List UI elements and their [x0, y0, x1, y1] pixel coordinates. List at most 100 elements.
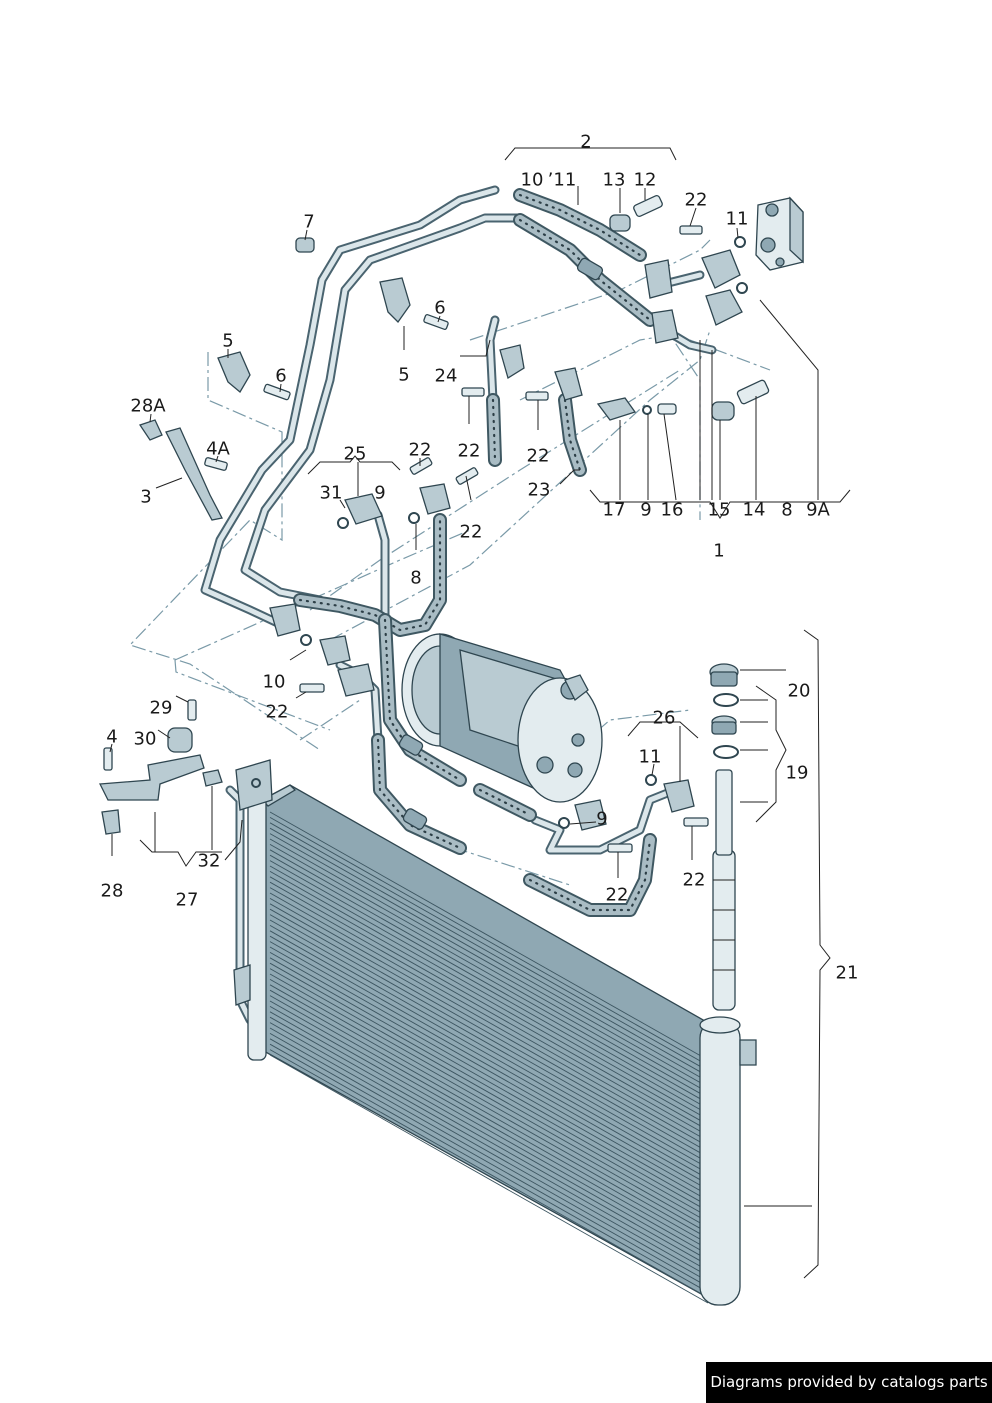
- callout-c22b: 22: [458, 441, 481, 462]
- condenser-fin: [269, 822, 709, 1072]
- callout-c13: 13: [603, 170, 626, 191]
- callout-c22c: 22: [527, 446, 550, 467]
- callout-c23: 23: [528, 480, 551, 501]
- condenser-fin: [269, 908, 709, 1158]
- condenser-fin: [269, 1011, 709, 1261]
- condenser-fin: [269, 1033, 709, 1282]
- ac-compressor: [401, 633, 603, 803]
- callout-c9c: 9: [596, 809, 607, 830]
- condenser-fin: [269, 860, 709, 1109]
- callout-c20: 20: [788, 681, 811, 702]
- condenser-fin: [269, 995, 709, 1244]
- condenser-fin: [269, 968, 709, 1217]
- condenser-fin: [269, 973, 709, 1223]
- condenser-fin: [269, 871, 709, 1120]
- callout-c11a: ’11: [548, 170, 577, 191]
- callout-c26: 26: [653, 708, 676, 729]
- callout-c12: 12: [634, 170, 657, 191]
- assembly-leader-lines: [128, 239, 771, 886]
- condenser-fin: [269, 1043, 709, 1293]
- callout-c22f: 22: [266, 702, 289, 723]
- callout-c17: 17: [603, 500, 626, 521]
- condenser-fin: [269, 1016, 709, 1266]
- condenser-fin: [269, 838, 709, 1088]
- callout-c6b: 6: [275, 366, 286, 387]
- condenser-fin: [269, 903, 709, 1153]
- condenser-fin: [269, 817, 709, 1066]
- condenser-fin: [269, 919, 709, 1169]
- condenser-fin: [269, 844, 709, 1093]
- condenser-fin: [269, 935, 709, 1185]
- callout-c5a: 5: [222, 331, 233, 352]
- callout-c9A: 9A: [806, 500, 830, 521]
- callout-c25: 25: [344, 444, 367, 465]
- condenser-fin: [269, 898, 709, 1147]
- callout-c11b: 11: [726, 209, 749, 230]
- callout-c8b: 8: [410, 568, 421, 589]
- condenser-fin: [269, 1038, 709, 1288]
- callout-c8a: 8: [781, 500, 792, 521]
- condenser-fin: [269, 925, 709, 1174]
- condenser-fin: [269, 1049, 709, 1298]
- fittings-and-fasteners: [98, 194, 770, 853]
- callout-c19: 19: [786, 763, 809, 784]
- condenser-fin: [269, 881, 709, 1131]
- callout-c28A: 28A: [130, 396, 166, 417]
- callout-c9a: 9: [374, 483, 385, 504]
- callout-c2: 2: [580, 132, 591, 153]
- callout-c14: 14: [743, 500, 766, 521]
- condenser-fin: [269, 827, 709, 1077]
- condenser-fin: [269, 946, 709, 1196]
- condenser-fin: [269, 876, 709, 1126]
- callout-c31: 31: [320, 483, 343, 504]
- callout-c30: 30: [134, 729, 157, 750]
- callout-c22e: 22: [460, 522, 483, 543]
- condenser-fin: [269, 930, 709, 1180]
- callout-c15: 15: [708, 500, 731, 521]
- condenser: [233, 759, 757, 1306]
- condenser-fin: [269, 854, 709, 1104]
- callout-c10b: 10: [263, 672, 286, 693]
- condenser-fin: [269, 957, 709, 1207]
- callout-c11c: 11: [639, 747, 662, 768]
- callout-c9b: 9: [640, 500, 651, 521]
- condenser-fin: [269, 892, 709, 1142]
- condenser-fin: [269, 887, 709, 1136]
- callout-c6a: 6: [434, 298, 445, 319]
- condenser-fin: [269, 952, 709, 1201]
- callout-c27: 27: [176, 890, 199, 911]
- condenser-fin: [269, 941, 709, 1190]
- callout-c5b: 5: [398, 365, 409, 386]
- callout-c21: 21: [836, 963, 859, 984]
- condenser-fin: [269, 1027, 709, 1277]
- callout-c3: 3: [140, 487, 151, 508]
- callout-c32: 32: [198, 851, 221, 872]
- condenser-fin: [269, 865, 709, 1115]
- condenser-fin: [269, 989, 709, 1239]
- callout-c16: 16: [661, 500, 684, 521]
- condenser-fins: [269, 811, 709, 1304]
- callout-leaders: [109, 147, 851, 1279]
- condenser-fin: [269, 984, 709, 1234]
- callout-c22g: 22: [683, 870, 706, 891]
- callout-c1: 1: [713, 541, 724, 562]
- callout-c4A: 4A: [206, 439, 230, 460]
- condenser-fin: [269, 849, 709, 1099]
- condenser-fin: [269, 1022, 709, 1271]
- condenser-fin: [269, 962, 709, 1212]
- condenser-fin: [269, 811, 709, 1061]
- condenser-fin: [269, 833, 709, 1082]
- callout-c10a: 10: [521, 170, 544, 191]
- condenser-fin: [269, 914, 709, 1163]
- receiver-drier: [709, 663, 739, 1011]
- callout-c22d: 22: [409, 440, 432, 461]
- callout-c24: 24: [435, 366, 458, 387]
- condenser-fin: [269, 1054, 709, 1304]
- condenser-fin: [269, 1000, 709, 1250]
- condenser-fin: [269, 1006, 709, 1255]
- callout-c22h: 22: [606, 885, 629, 906]
- expansion-valve: [755, 196, 804, 271]
- condenser-fin: [269, 979, 709, 1228]
- watermark-banner: Diagrams provided by catalogs parts: [706, 1362, 992, 1403]
- callout-c28: 28: [101, 881, 124, 902]
